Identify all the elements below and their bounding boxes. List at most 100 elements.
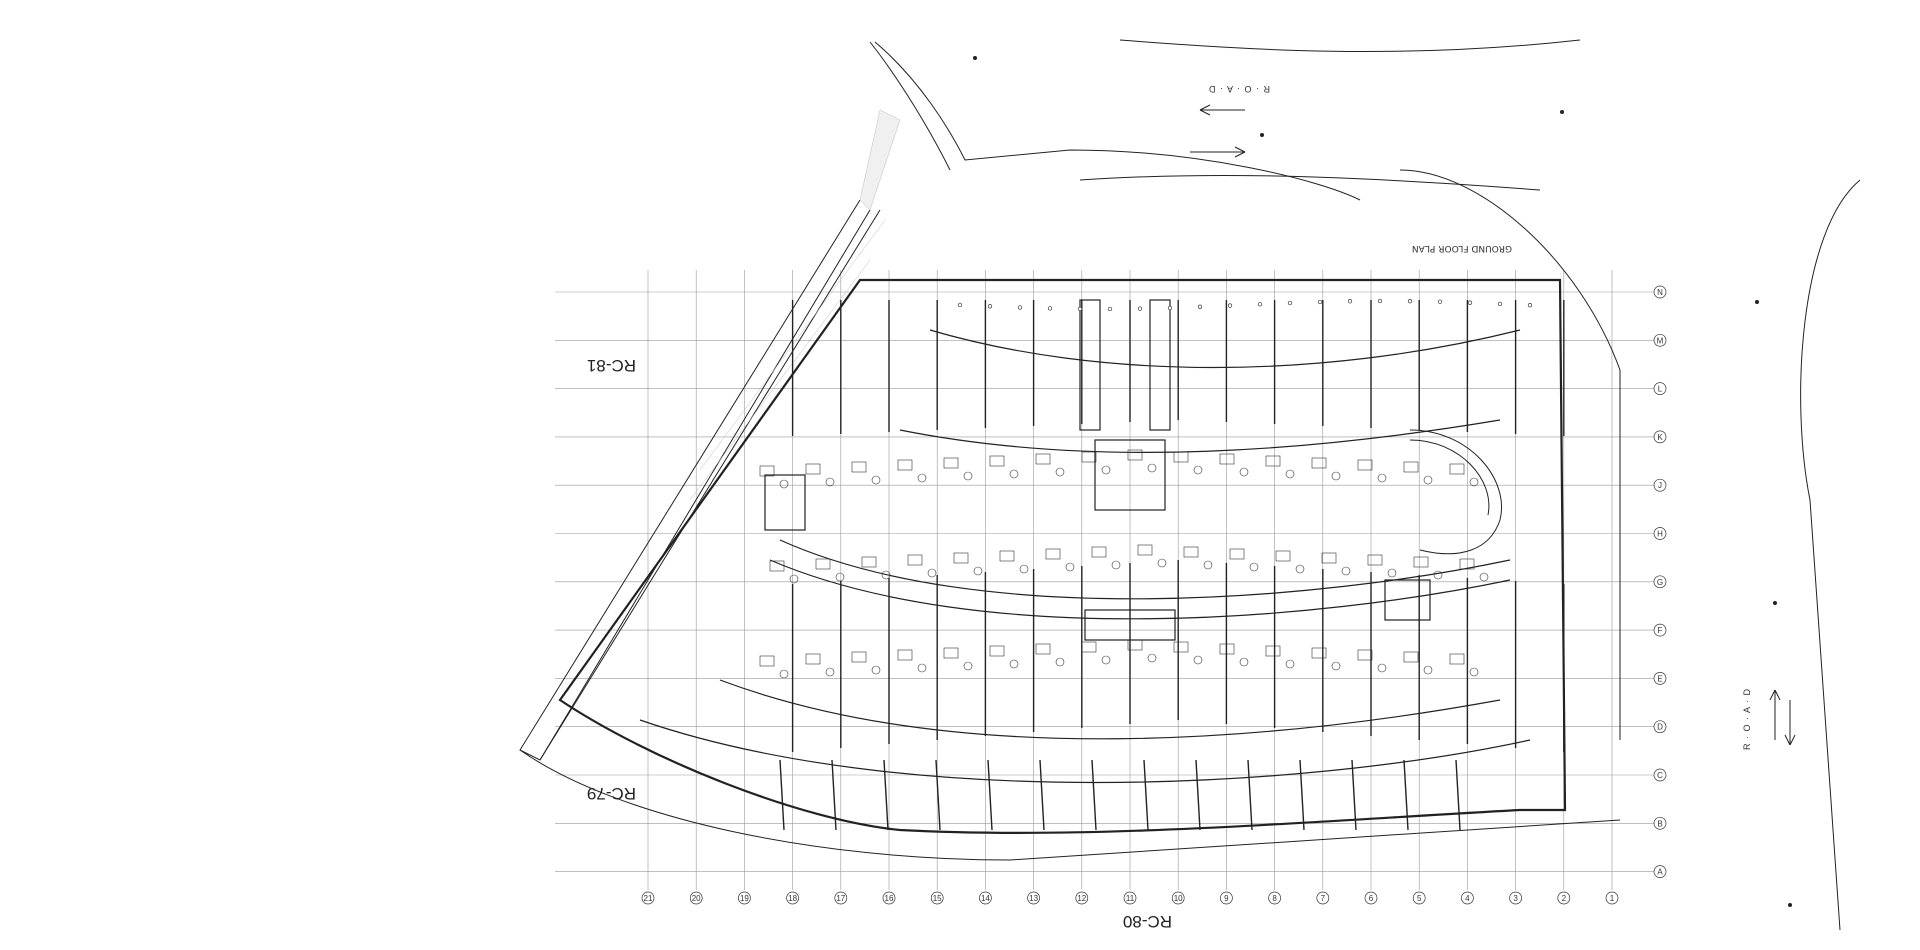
- building-outline: [558, 278, 1567, 835]
- east-bay: [1409, 429, 1502, 555]
- grid-number-label: 7: [1321, 894, 1326, 903]
- furniture-block: [1173, 451, 1189, 463]
- furniture-block: [1331, 661, 1341, 671]
- column-marker: [1257, 302, 1263, 307]
- column-marker: [987, 304, 993, 309]
- furniture-block: [1183, 546, 1199, 558]
- column-marker: [1077, 306, 1083, 312]
- direction-arrow-icon: [1190, 104, 1796, 746]
- row-grid-lines: [555, 291, 1660, 872]
- furniture-block: [989, 645, 1005, 657]
- furniture-block: [861, 556, 877, 568]
- furniture-block: [1229, 548, 1245, 560]
- furniture-block: [1081, 451, 1097, 463]
- grid-number-label: 12: [1077, 894, 1086, 903]
- furniture-block: [835, 572, 845, 582]
- balcony-wall: [1403, 759, 1409, 831]
- furniture-block: [825, 667, 835, 677]
- grid-bubble: [1461, 891, 1474, 905]
- grid-bubble: [1653, 720, 1667, 734]
- balcony-wall: [1039, 759, 1045, 831]
- furniture-block: [1403, 461, 1419, 473]
- balcony-wall: [1351, 759, 1357, 831]
- balcony-wall: [1247, 759, 1253, 831]
- furniture-block: [897, 649, 913, 661]
- furniture-block: [1479, 572, 1489, 582]
- grid-bubble: [1653, 478, 1667, 492]
- grid-bubble: [1653, 865, 1667, 878]
- grid-number-label: 15: [933, 894, 942, 903]
- grid-bubble: [1557, 891, 1571, 905]
- grid-bubble: [689, 891, 703, 905]
- furniture-block: [779, 669, 789, 679]
- grid-bubble: [1653, 527, 1667, 540]
- grid-bubble: [979, 891, 992, 905]
- unit-partitions: [779, 300, 1565, 831]
- grid-bubble: [1412, 891, 1426, 905]
- furniture-block: [1311, 647, 1327, 659]
- furniture-block: [1459, 558, 1475, 570]
- furniture-block: [759, 465, 775, 477]
- furniture-block: [1367, 554, 1383, 566]
- furniture-block: [1265, 455, 1281, 467]
- grid-letter-label: E: [1657, 674, 1662, 683]
- column-marker: [1287, 300, 1293, 306]
- furniture-blocks: [759, 449, 1489, 679]
- furniture-block: [1275, 550, 1291, 562]
- furniture-block: [779, 479, 789, 489]
- column-marker: [1497, 301, 1503, 307]
- furniture-block: [871, 665, 881, 675]
- furniture-block: [1157, 558, 1167, 568]
- furniture-block: [1249, 562, 1259, 572]
- road-label-right: R · O · A · D: [1742, 688, 1752, 750]
- furniture-block: [1081, 641, 1097, 653]
- plot-label-rc79: RC-79: [587, 784, 636, 803]
- grid-bubble: [1653, 623, 1667, 637]
- grid-bubble: [930, 891, 944, 905]
- grid-letter-label: H: [1657, 530, 1663, 539]
- furniture-block: [1065, 562, 1075, 572]
- grid-number-label: 16: [885, 894, 894, 903]
- grid-bubble: [834, 891, 848, 905]
- furniture-block: [927, 568, 937, 578]
- furniture-block: [1219, 643, 1235, 655]
- furniture-block: [943, 647, 959, 659]
- grid-letter-label: K: [1657, 433, 1663, 442]
- grid-bubble: [1316, 891, 1330, 905]
- furniture-block: [1045, 548, 1061, 560]
- site-boundary: [519, 39, 1861, 931]
- furniture-block: [825, 477, 835, 487]
- grid-letter-label: B: [1657, 819, 1662, 828]
- furniture-block: [963, 471, 973, 481]
- grid-bubble: [1653, 430, 1667, 444]
- grid-number-label: 14: [981, 894, 990, 903]
- grid-number-label: 1: [1610, 894, 1615, 903]
- furniture-block: [1147, 463, 1157, 473]
- furniture-block: [1377, 473, 1387, 483]
- balcony-wall: [831, 759, 837, 831]
- furniture-block: [963, 661, 973, 671]
- balcony-wall: [883, 759, 889, 831]
- column-marker: [1227, 303, 1233, 308]
- furniture-block: [1413, 556, 1429, 568]
- column-marker: [1377, 298, 1383, 304]
- grid-number-label: 3: [1513, 894, 1518, 903]
- furniture-block: [973, 566, 983, 576]
- furniture-block: [1469, 477, 1479, 487]
- furniture-block: [759, 655, 775, 667]
- furniture-block: [1203, 560, 1213, 570]
- column-marker: [1107, 306, 1113, 312]
- grid-bubble: [1268, 891, 1281, 905]
- furniture-block: [1295, 564, 1305, 574]
- grid-bubble: [1123, 891, 1137, 905]
- grid-letter-label: N: [1657, 288, 1663, 297]
- grid-bubble: [1653, 333, 1667, 347]
- grid-number-label: 8: [1272, 894, 1277, 903]
- furniture-block: [1433, 570, 1443, 580]
- furniture-block: [1101, 655, 1111, 665]
- furniture-block: [1127, 449, 1143, 461]
- furniture-block: [1239, 657, 1249, 667]
- furniture-block: [1377, 663, 1387, 673]
